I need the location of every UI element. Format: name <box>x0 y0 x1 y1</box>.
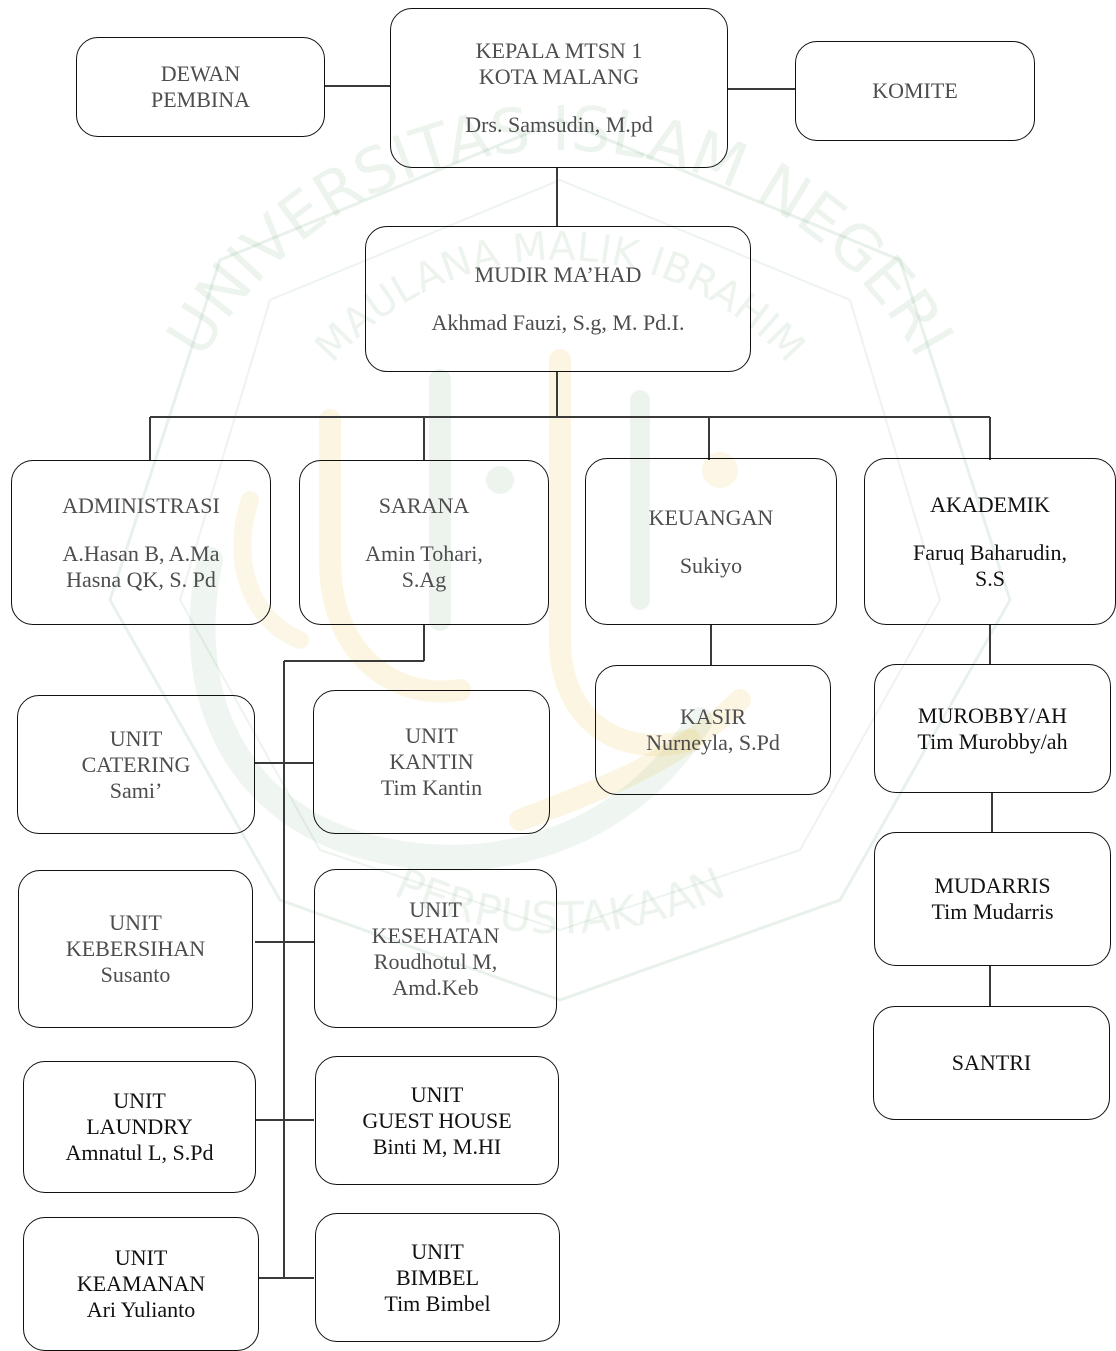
dewan-pembina-box: DEWAN PEMBINA <box>76 37 325 137</box>
unit-bimbel-line-2: BIMBEL <box>395 1264 480 1290</box>
unit-laundry-line-1: UNIT <box>113 1088 166 1113</box>
unit-kebersihan-line-2: KEBERSIHAN <box>65 936 206 961</box>
sarana-title: SARANA <box>378 492 470 518</box>
unit-bimbel-line-3: Tim Bimbel <box>384 1290 491 1316</box>
unit-catering-box: UNIT CATERING Sami’ <box>17 695 255 834</box>
murobby-name: Tim Murobby/ah <box>917 728 1068 754</box>
kepala-title-1: KEPALA MTSN 1 <box>475 38 643 63</box>
keuangan-title: KEUANGAN <box>648 504 774 530</box>
unit-kantin-line-1: UNIT <box>405 723 458 748</box>
kasir-title: KASIR <box>679 704 746 729</box>
unit-kesehatan-line-1: UNIT <box>409 896 462 922</box>
murobby-box: MUROBBY/AH Tim Murobby/ah <box>874 664 1111 793</box>
mudarris-box: MUDARRIS Tim Mudarris <box>874 832 1111 966</box>
sarana-box: SARANA Amin Tohari, S.Ag <box>299 460 549 625</box>
komite-label: KOMITE <box>872 78 958 103</box>
unit-kantin-line-2: KANTIN <box>389 749 474 774</box>
mudir-title: MUDIR MA’HAD <box>474 262 642 287</box>
unit-kesehatan-box: UNIT KESEHATAN Roudhotul M, Amd.Keb <box>314 869 557 1028</box>
unit-kebersihan-line-1: UNIT <box>109 910 162 935</box>
kasir-box: KASIR Nurneyla, S.Pd <box>595 665 831 795</box>
unit-kesehatan-line-4: Amd.Keb <box>392 974 479 1000</box>
kepala-box: KEPALA MTSN 1 KOTA MALANG Drs. Samsudin,… <box>390 8 728 168</box>
kepala-name: Drs. Samsudin, M.pd <box>465 112 653 137</box>
unit-kebersihan-box: UNIT KEBERSIHAN Susanto <box>18 870 253 1028</box>
akademik-name-1: Faruq Baharudin, <box>913 539 1067 565</box>
unit-guest-line-2: GUEST HOUSE <box>362 1107 512 1133</box>
akademik-title: AKADEMIK <box>930 491 1050 517</box>
komite-box: KOMITE <box>795 41 1035 141</box>
unit-guest-house-box: UNIT GUEST HOUSE Binti M, M.HI <box>315 1056 559 1185</box>
unit-catering-line-3: Sami’ <box>109 777 163 803</box>
kepala-title-2: KOTA MALANG <box>478 64 640 89</box>
unit-bimbel-box: UNIT BIMBEL Tim Bimbel <box>315 1213 560 1342</box>
dewan-line-1: DEWAN <box>160 61 241 86</box>
santri-label: SANTRI <box>951 1050 1032 1075</box>
mudir-name: Akhmad Fauzi, S.g, M. Pd.I. <box>431 310 685 335</box>
unit-catering-line-2: CATERING <box>81 751 191 777</box>
administrasi-title: ADMINISTRASI <box>62 492 220 518</box>
unit-keamanan-line-1: UNIT <box>114 1245 168 1270</box>
mudir-box: MUDIR MA’HAD Akhmad Fauzi, S.g, M. Pd.I. <box>365 226 751 372</box>
murobby-title: MUROBBY/AH <box>917 702 1068 728</box>
unit-laundry-line-3: Amnatul L, S.Pd <box>65 1140 214 1165</box>
keuangan-name: Sukiyo <box>679 552 743 578</box>
administrasi-box: ADMINISTRASI A.Hasan B, A.Ma Hasna QK, S… <box>11 460 271 625</box>
unit-kantin-box: UNIT KANTIN Tim Kantin <box>313 690 550 834</box>
unit-kantin-line-3: Tim Kantin <box>380 775 483 800</box>
sarana-name-1: Amin Tohari, <box>365 540 483 566</box>
administrasi-name-2: Hasna QK, S. Pd <box>66 566 216 592</box>
unit-bimbel-line-1: UNIT <box>411 1238 464 1264</box>
unit-kesehatan-line-3: Roudhotul M, <box>373 948 498 974</box>
unit-kebersihan-line-3: Susanto <box>100 962 171 987</box>
mudarris-title: MUDARRIS <box>934 873 1051 898</box>
administrasi-name-1: A.Hasan B, A.Ma <box>62 540 220 566</box>
sarana-name-2: S.Ag <box>401 566 447 592</box>
akademik-name-2: S.S <box>975 565 1005 591</box>
dewan-line-2: PEMBINA <box>150 87 250 112</box>
akademik-box: AKADEMIK Faruq Baharudin, S.S <box>864 458 1116 625</box>
kasir-name: Nurneyla, S.Pd <box>646 730 780 755</box>
unit-catering-line-1: UNIT <box>109 725 163 751</box>
unit-laundry-box: UNIT LAUNDRY Amnatul L, S.Pd <box>23 1061 256 1193</box>
unit-keamanan-line-3: Ari Yulianto <box>86 1297 196 1322</box>
unit-guest-line-3: Binti M, M.HI <box>372 1133 502 1159</box>
unit-laundry-line-2: LAUNDRY <box>86 1114 193 1139</box>
santri-box: SANTRI <box>873 1006 1110 1120</box>
unit-keamanan-line-2: KEAMANAN <box>76 1271 206 1296</box>
unit-keamanan-box: UNIT KEAMANAN Ari Yulianto <box>23 1217 259 1351</box>
keuangan-box: KEUANGAN Sukiyo <box>585 458 837 625</box>
unit-kesehatan-line-2: KESEHATAN <box>371 922 500 948</box>
unit-guest-line-1: UNIT <box>410 1081 464 1107</box>
mudarris-name: Tim Mudarris <box>931 899 1054 924</box>
